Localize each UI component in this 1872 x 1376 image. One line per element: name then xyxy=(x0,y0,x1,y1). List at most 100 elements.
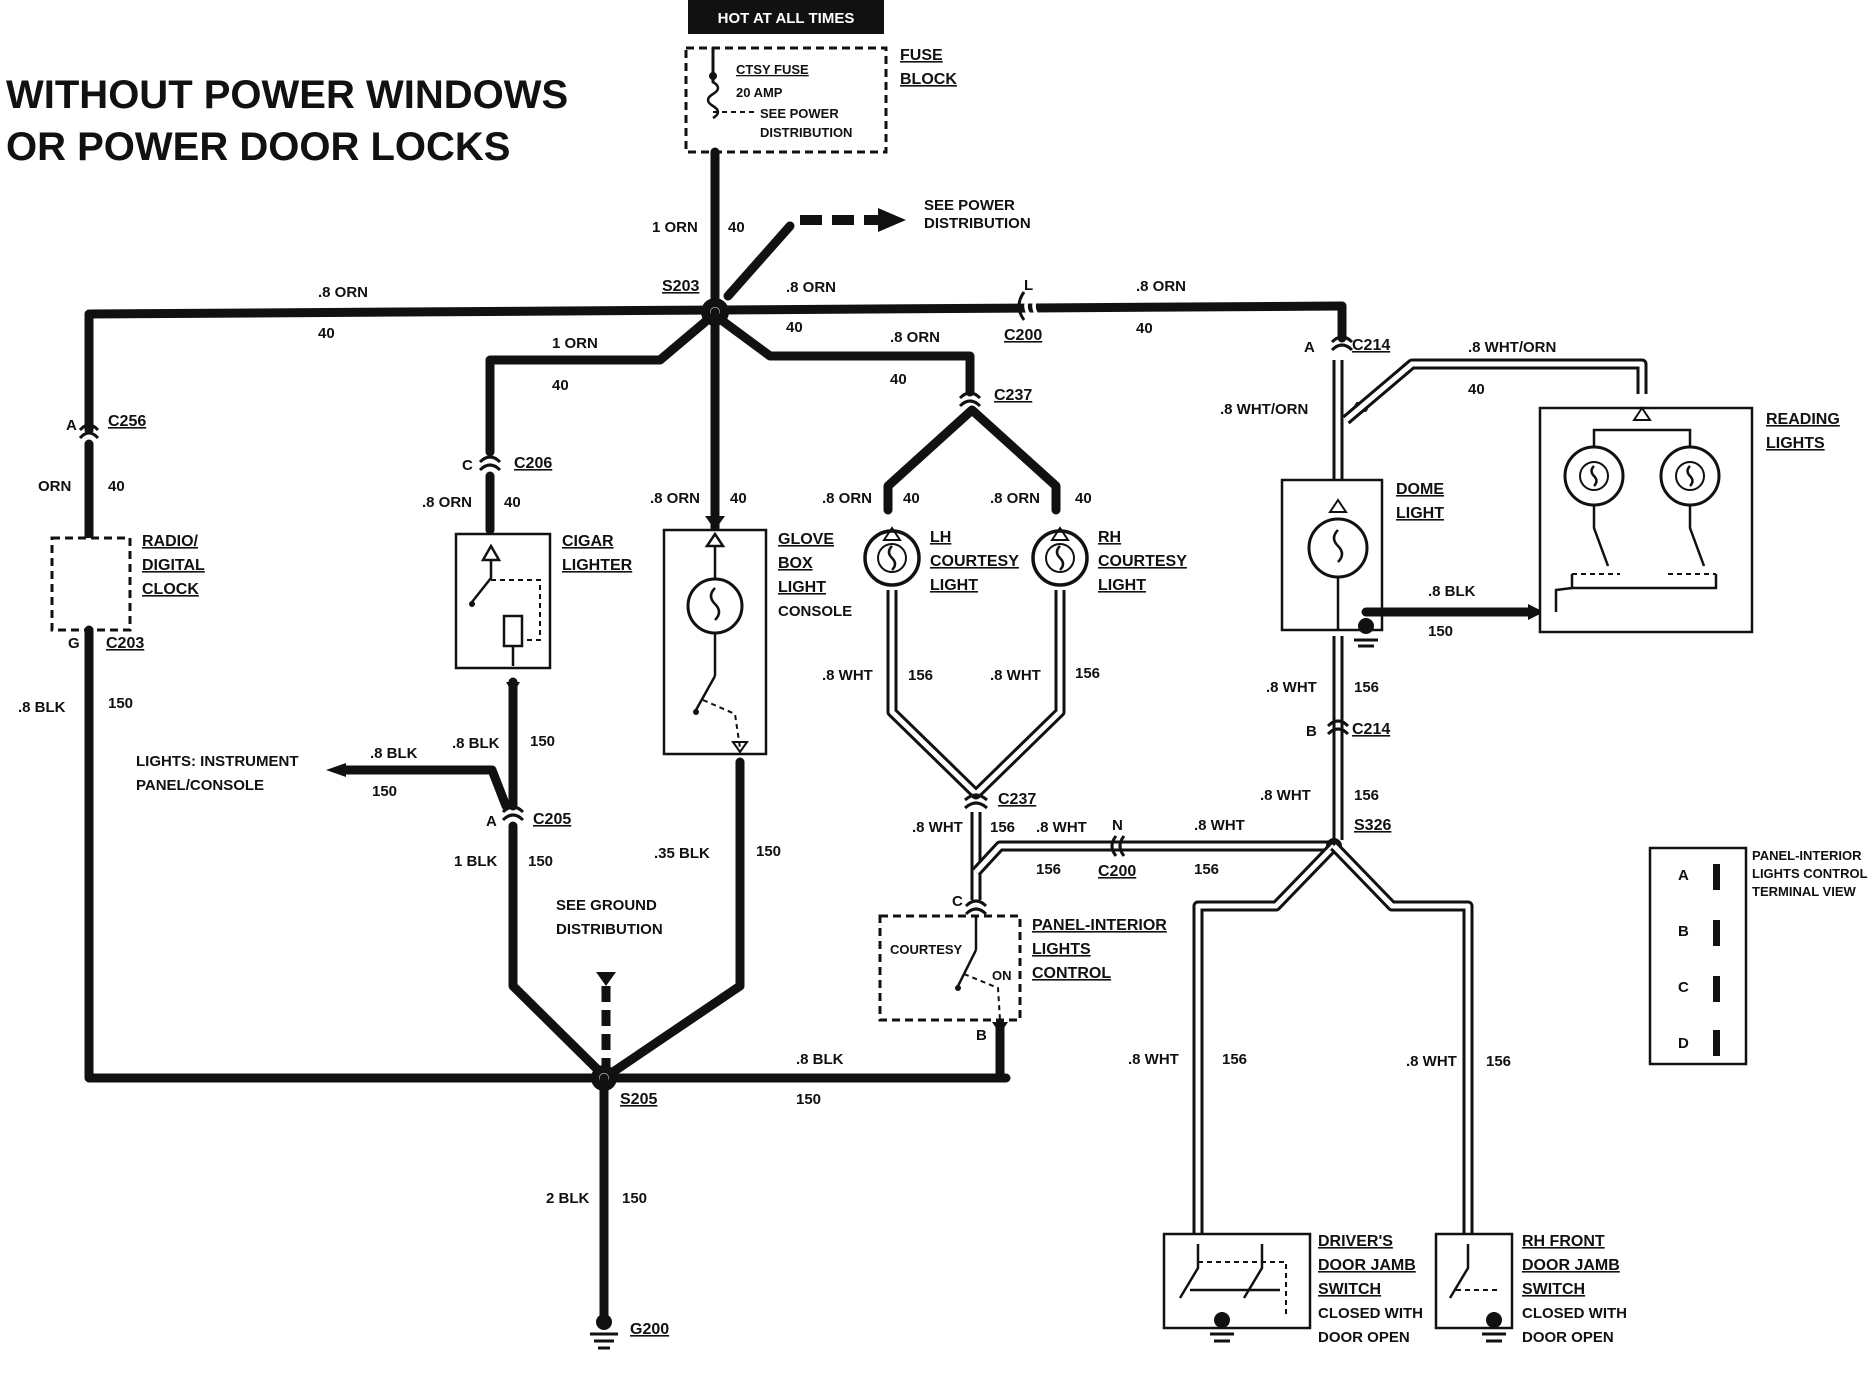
lh-label2: COURTESY xyxy=(930,553,1019,570)
c237-feed-wire xyxy=(719,317,975,397)
instrument-wire-circuit: 150 xyxy=(372,783,397,800)
c214b-pin: B xyxy=(1306,723,1317,740)
g200-label: G200 xyxy=(630,1321,669,1338)
fuse-terminal xyxy=(709,72,717,80)
bus-left-size: .8 ORN xyxy=(318,284,368,301)
driver-switch-label3: SWITCH xyxy=(1318,1281,1381,1298)
reading-feed-size: .8 WHT/ORN xyxy=(1468,339,1556,356)
c200n-right-size: .8 WHT xyxy=(1194,817,1245,834)
reading-lamp-right-filament xyxy=(1686,465,1694,487)
rh-switch-label1: RH FRONT xyxy=(1522,1233,1605,1250)
s326-label: S326 xyxy=(1354,817,1391,834)
driver-switch-dashed xyxy=(1198,1261,1287,1316)
g200-terminal xyxy=(596,1314,612,1330)
lh-lamp-bulb xyxy=(877,543,907,573)
c237-feed-size: .8 ORN xyxy=(890,329,940,346)
c200n-left-size: .8 WHT xyxy=(1036,819,1087,836)
reading-lamp-left-icon xyxy=(1563,445,1625,507)
c200n-left-circuit: 156 xyxy=(1036,861,1061,878)
c200n-label: C200 xyxy=(1098,863,1136,880)
terminal-view-title3: TERMINAL VIEW xyxy=(1752,884,1856,899)
cigar-lead-size: .8 ORN xyxy=(422,494,472,511)
c206-connector-icon xyxy=(478,455,502,472)
reading-label1: READING xyxy=(1766,411,1840,428)
driver-switch-icon-1 xyxy=(1178,1244,1200,1299)
panel-b-pin: B xyxy=(976,1027,987,1044)
see-power-branch xyxy=(723,221,795,301)
lh-lamp-terminal xyxy=(882,526,902,541)
terminal-blade-d xyxy=(1713,1030,1720,1056)
glove-label3: LIGHT xyxy=(778,579,826,596)
reading-switch-right-icon xyxy=(1688,506,1706,567)
see-ground-arrow-icon xyxy=(596,972,616,986)
c205-pin: A xyxy=(486,813,497,830)
fuse-block-box xyxy=(684,46,888,154)
radio-ground-circuit: 150 xyxy=(108,695,133,712)
dome-return-circuit: 156 xyxy=(1354,679,1379,696)
driver-switch-ground-terminal xyxy=(1214,1312,1230,1328)
c256-connector-icon xyxy=(78,423,100,440)
hot-at-all-times-label: HOT AT ALL TIMES xyxy=(718,10,855,27)
driver-switch-wire-inner xyxy=(1195,844,1336,1236)
rh-lamp-filament xyxy=(1055,545,1065,571)
rh-switch-ground-terminal xyxy=(1486,1312,1502,1328)
cigar-feed-size: 1 ORN xyxy=(552,335,598,352)
see-power-arrow-icon xyxy=(878,208,906,232)
s326-top-circuit: 156 xyxy=(1354,787,1379,804)
c206-pin: C xyxy=(462,457,473,474)
s203-label: S203 xyxy=(662,278,699,295)
driver-switch-wire-size: .8 WHT xyxy=(1128,1051,1179,1068)
g200-wire-circuit: 150 xyxy=(622,1190,647,1207)
c203-label: C203 xyxy=(106,635,144,652)
diagram-title-line2: OR POWER DOOR LOCKS xyxy=(6,125,510,169)
c206-label: C206 xyxy=(514,455,552,472)
panel-c-pin: C xyxy=(952,893,963,910)
hot-at-all-times-banner xyxy=(688,0,884,34)
driver-door-jamb-switch-box xyxy=(1162,1232,1312,1330)
c205-ground-circuit: 150 xyxy=(528,853,553,870)
panel-to-s326-wire-outer xyxy=(971,840,1330,876)
bus-right-size: .8 ORN xyxy=(1136,278,1186,295)
panel-control-box xyxy=(878,914,1022,1022)
glove-switch-dashed xyxy=(702,699,741,749)
lh-return-size: .8 WHT xyxy=(822,667,873,684)
reading-terminal-icon xyxy=(1632,406,1652,421)
c200n-connector-icon xyxy=(1110,835,1126,857)
bus-mid-circuit: 40 xyxy=(786,319,803,336)
panel-on-label: ON xyxy=(992,968,1012,983)
s326-top-size: .8 WHT xyxy=(1260,787,1311,804)
glove-feed-arrow xyxy=(705,516,725,530)
panel-feed-circuit: 156 xyxy=(990,819,1015,836)
fuse-rating: 20 AMP xyxy=(736,85,783,100)
lh-feed-circuit: 40 xyxy=(903,490,920,507)
rh-label2: COURTESY xyxy=(1098,553,1187,570)
reading-lamp-right-bulb xyxy=(1675,461,1705,491)
glove-label4: CONSOLE xyxy=(778,603,852,620)
fuse-see-distribution: DISTRIBUTION xyxy=(760,125,852,140)
c205-label: C205 xyxy=(533,811,571,828)
c205-connector-icon xyxy=(501,805,525,822)
rh-switch-label3: SWITCH xyxy=(1522,1281,1585,1298)
rh-switch-label2: DOOR JAMB xyxy=(1522,1257,1620,1274)
lh-label3: LIGHT xyxy=(930,577,978,594)
fuse-name: CTSY FUSE xyxy=(736,62,809,77)
cigar-ground-size: .8 BLK xyxy=(452,735,500,752)
reading-feed-wire-inner xyxy=(1344,361,1645,422)
lh-feed-size: .8 ORN xyxy=(822,490,872,507)
fuse-block-label1: FUSE xyxy=(900,47,943,64)
c205-ground-wire xyxy=(508,821,603,1075)
lh-return-circuit: 156 xyxy=(908,667,933,684)
fuse-block-label2: BLOCK xyxy=(900,71,957,88)
cigar-label1: CIGAR xyxy=(562,533,614,550)
c237-connector-icon xyxy=(958,391,982,408)
panel-label2: LIGHTS xyxy=(1032,941,1091,958)
reading-switch-left-icon xyxy=(1592,506,1610,567)
reading-ground-arrow xyxy=(1528,604,1544,620)
reading-ground-bus xyxy=(1570,574,1718,590)
glove-feed-size: .8 ORN xyxy=(650,490,700,507)
c214b-connector-icon xyxy=(1326,719,1350,736)
rh-feed-circuit: 40 xyxy=(1075,490,1092,507)
panel-feed-size: .8 WHT xyxy=(912,819,963,836)
glove-bulb-icon xyxy=(686,577,744,635)
